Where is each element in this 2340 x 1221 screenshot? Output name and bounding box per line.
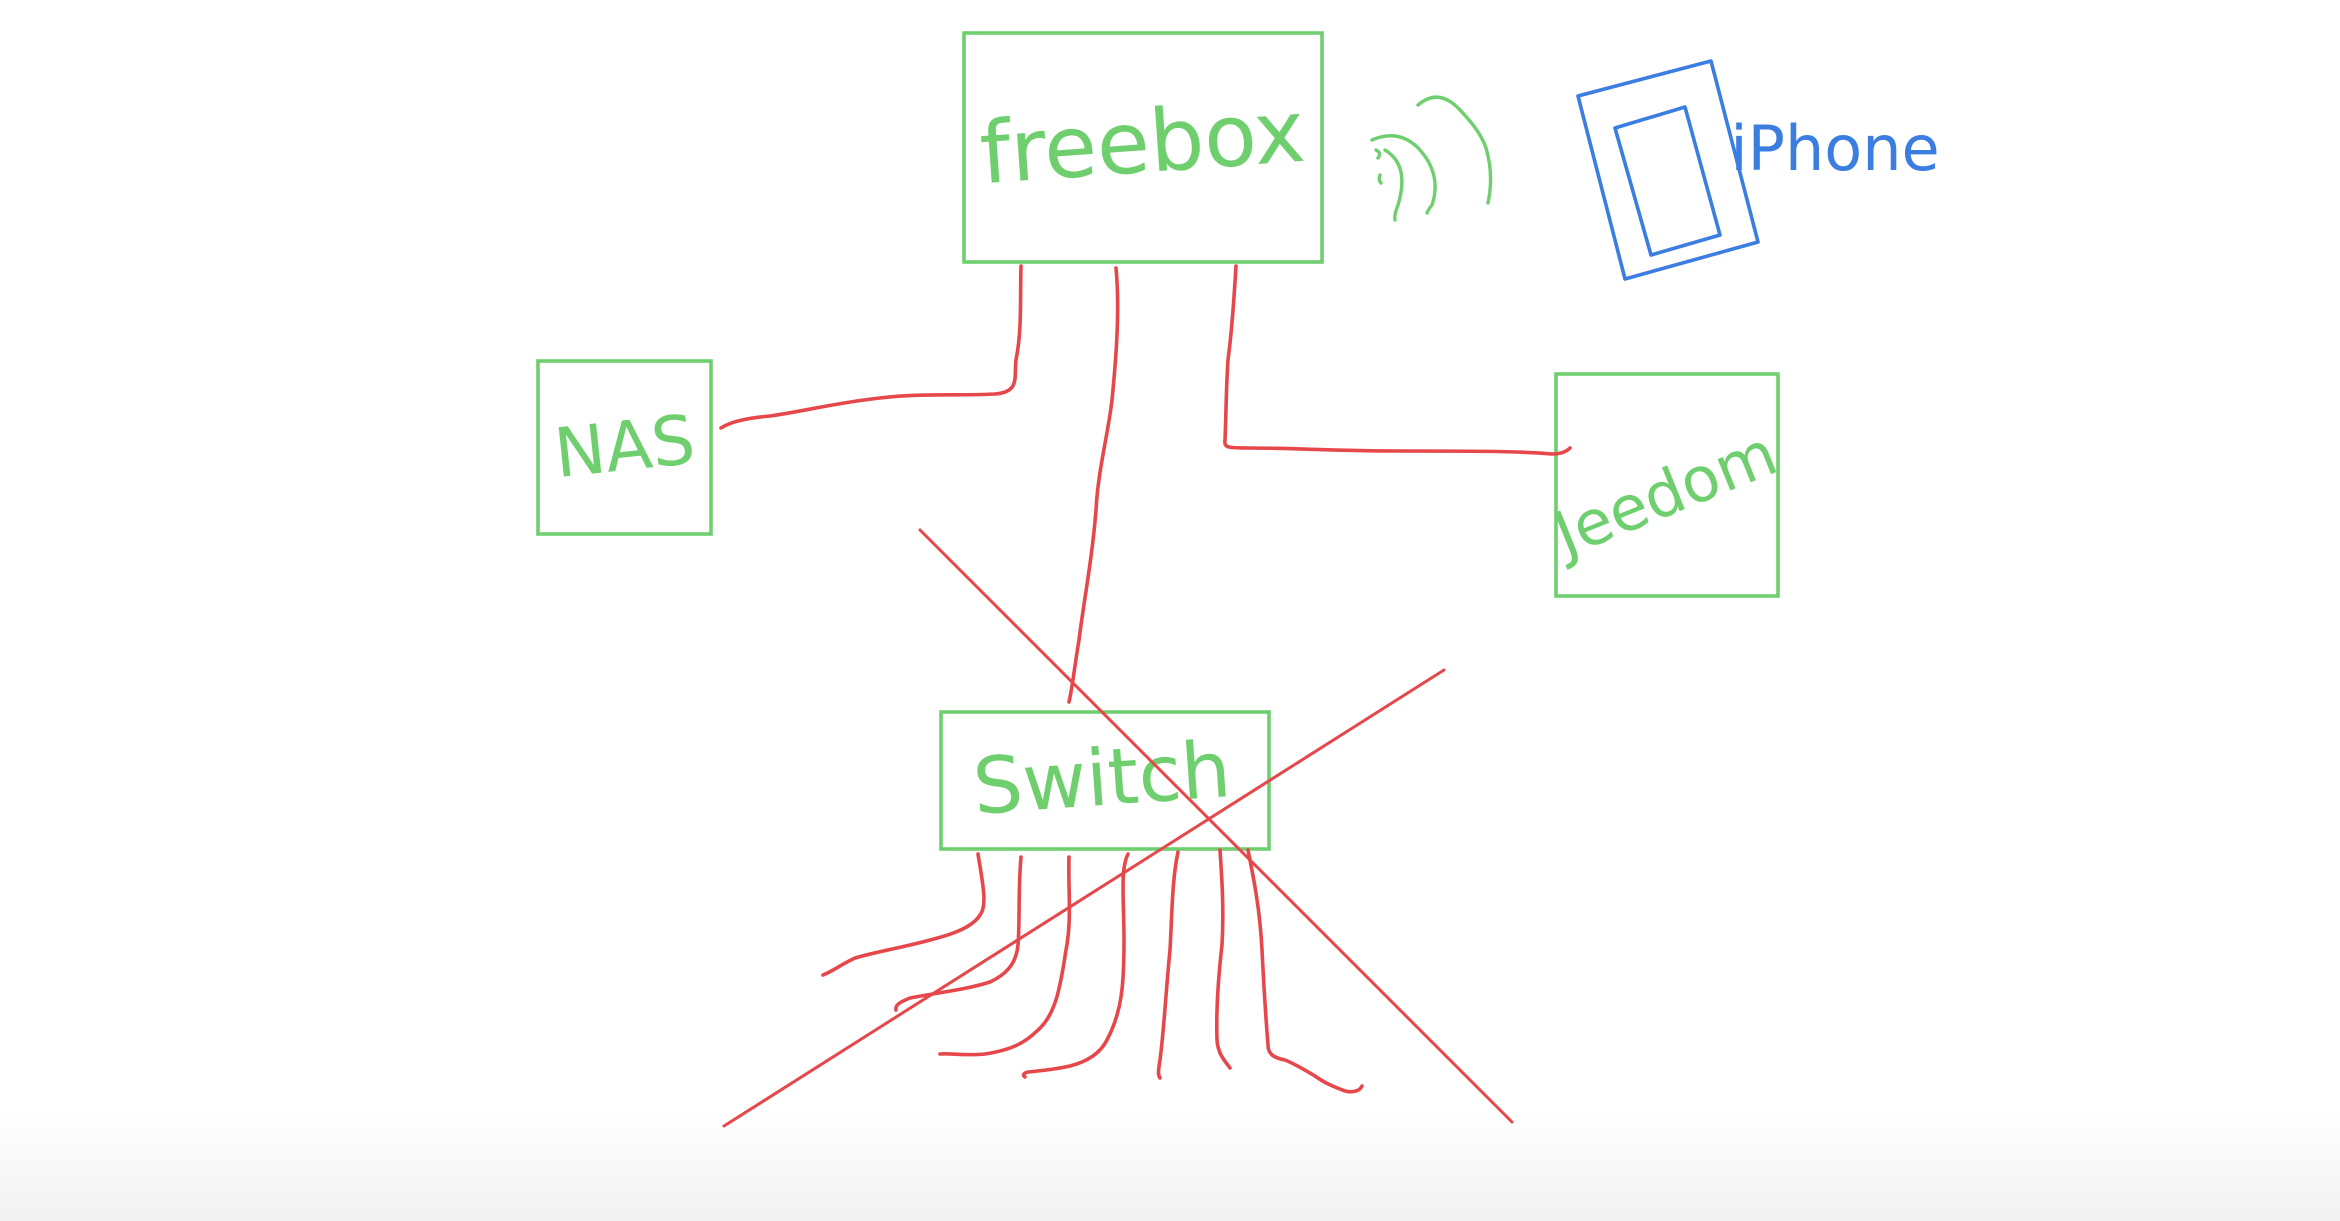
cable-freebox-switch <box>1067 266 1120 704</box>
switch-label: Switch <box>970 725 1234 833</box>
phone-screen-outline <box>1613 105 1722 257</box>
cables <box>719 264 1572 704</box>
phone-icon <box>1576 59 1760 281</box>
switch-output-cables <box>821 848 1364 1094</box>
freebox-node: freebox <box>962 31 1324 264</box>
switch-port-cable-1 <box>821 852 986 977</box>
jeedom-node: Jeedom <box>1540 372 1787 598</box>
freebox-label: freebox <box>977 82 1308 204</box>
jeedom-label: Jeedom <box>1540 416 1786 572</box>
phone-outer-outline <box>1576 59 1760 281</box>
iphone-label: iPhone <box>1730 112 1939 185</box>
freebox-box <box>962 31 1324 264</box>
switch-port-cable-4 <box>1021 852 1130 1079</box>
switch-port-cable-2 <box>894 855 1023 1012</box>
switch-node: Switch <box>939 710 1271 851</box>
cross-line-1 <box>918 528 1514 1124</box>
wifi-signal-icon <box>1370 95 1493 222</box>
switch-port-cable-5 <box>1156 850 1180 1080</box>
switch-port-cable-3 <box>938 855 1072 1057</box>
cable-freebox-nas <box>719 264 1023 430</box>
iphone-node: iPhone <box>1576 59 1940 281</box>
switch-port-cable-6 <box>1214 848 1232 1070</box>
nas-node: NAS <box>536 359 713 536</box>
nas-box <box>536 359 713 536</box>
jeedom-box <box>1554 372 1780 598</box>
cross-line-2 <box>722 668 1446 1128</box>
nas-label: NAS <box>551 401 699 494</box>
cross-out-mark <box>722 528 1514 1128</box>
switch-port-cable-7 <box>1246 848 1364 1094</box>
cable-freebox-jeedom <box>1223 264 1572 456</box>
